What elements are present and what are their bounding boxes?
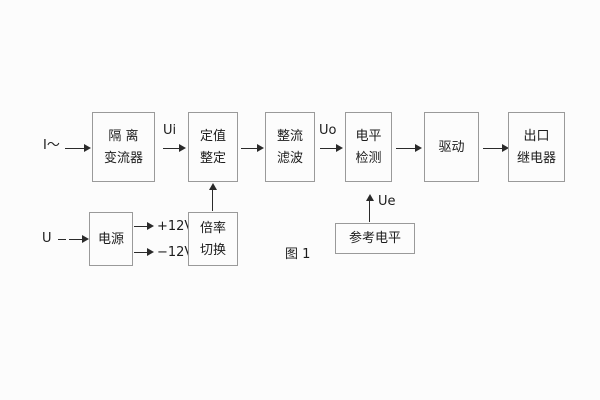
- positive-rail-arrowhead: [147, 222, 154, 230]
- ue-connector: [369, 200, 370, 222]
- block-output-relay-line2: 继电器: [516, 150, 556, 166]
- multiplier-to-setting-connector: [212, 189, 213, 211]
- block-multiplier-switch-line2: 切换: [199, 242, 226, 258]
- ui-signal-label: Ui: [163, 123, 177, 138]
- multiplier-to-setting-arrowhead: [209, 183, 217, 190]
- negative-rail-connector: [134, 252, 148, 253]
- voltage-input-label: U: [42, 231, 52, 246]
- negative-rail-label: −12V: [157, 245, 194, 260]
- level-to-drive-arrowhead: [415, 144, 422, 152]
- setting-to-rectify-arrowhead: [257, 144, 264, 152]
- block-power-supply-line1: 电源: [97, 231, 124, 247]
- uo-connector: [320, 148, 337, 149]
- block-drive[interactable]: 驱动: [424, 112, 479, 182]
- block-setting-value-line2: 整定: [199, 150, 226, 166]
- block-multiplier-switch[interactable]: 倍率 切换: [188, 212, 238, 266]
- block-level-detection[interactable]: 电平 检测: [345, 112, 392, 182]
- voltage-input-connector: [69, 239, 83, 240]
- block-level-detection-line1: 电平: [355, 128, 382, 144]
- block-isolation-transformer-line2: 变流器: [103, 150, 143, 166]
- positive-rail-label: +12V: [157, 219, 194, 234]
- level-to-drive-connector: [396, 148, 416, 149]
- current-input-connector: [65, 148, 85, 149]
- block-isolation-transformer[interactable]: 隔 离 变流器: [92, 112, 155, 182]
- ue-arrowhead: [366, 194, 374, 201]
- drive-to-relay-arrowhead: [502, 144, 509, 152]
- current-input-arrowhead: [84, 144, 91, 152]
- block-setting-value-line1: 定值: [199, 128, 226, 144]
- block-drive-line1: 驱动: [438, 139, 465, 155]
- uo-arrowhead: [336, 144, 343, 152]
- uo-signal-label: Uo: [319, 123, 337, 138]
- block-level-detection-line2: 检测: [355, 150, 382, 166]
- setting-to-rectify-connector: [241, 148, 258, 149]
- block-rectify-filter-line1: 整流: [276, 128, 303, 144]
- drive-to-relay-connector: [483, 148, 503, 149]
- block-power-supply[interactable]: 电源: [89, 212, 133, 266]
- current-input-label: I～: [43, 138, 60, 153]
- voltage-input-arrowhead: [82, 235, 89, 243]
- block-reference-level[interactable]: 参考电平: [335, 223, 415, 254]
- voltage-input-dash: [58, 239, 66, 240]
- block-setting-value[interactable]: 定值 整定: [188, 112, 238, 182]
- positive-rail-connector: [134, 226, 148, 227]
- block-rectify-filter-line2: 滤波: [276, 150, 303, 166]
- ue-signal-label: Ue: [378, 194, 396, 209]
- block-multiplier-switch-line1: 倍率: [199, 220, 226, 236]
- ui-connector: [163, 148, 180, 149]
- figure-caption: 图 1: [285, 247, 311, 262]
- ui-arrowhead: [179, 144, 186, 152]
- block-isolation-transformer-line1: 隔 离: [108, 128, 139, 144]
- block-output-relay[interactable]: 出口 继电器: [508, 112, 565, 182]
- block-rectify-filter[interactable]: 整流 滤波: [265, 112, 315, 182]
- block-output-relay-line1: 出口: [523, 128, 550, 144]
- block-reference-level-line1: 参考电平: [348, 231, 401, 246]
- negative-rail-arrowhead: [147, 248, 154, 256]
